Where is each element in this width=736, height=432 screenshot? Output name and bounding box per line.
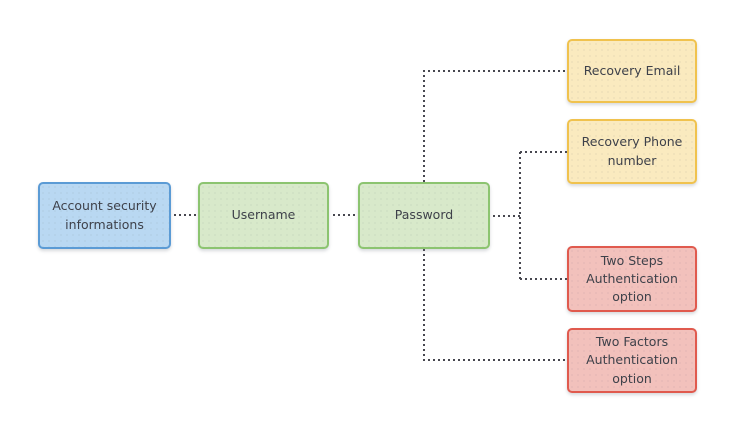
node-label: Recovery Phone number [581,134,683,168]
node-label: Recovery Email [583,62,681,78]
node-label: Two Steps Authentication option [586,252,678,305]
node-label: Account security informations [52,198,157,232]
node-recovery-email[interactable]: Recovery Email [567,39,697,103]
node-label: Username [231,207,296,223]
node-account-security-informations[interactable]: Account security informations [38,182,171,249]
node-two-steps-authentication-option[interactable]: Two Steps Authentication option [567,246,697,312]
node-label: Two Factors Authentication option [586,334,678,386]
node-two-factors-authentication-option[interactable]: Two Factors Authentication option [567,328,697,393]
node-recovery-phone-number[interactable]: Recovery Phone number [567,119,697,184]
connector-password-to-two-factors [423,249,567,361]
node-username[interactable]: Username [198,182,329,249]
node-label: Password [394,207,454,223]
connector-password-to-recovery-email [423,70,567,182]
node-password[interactable]: Password [358,182,490,249]
